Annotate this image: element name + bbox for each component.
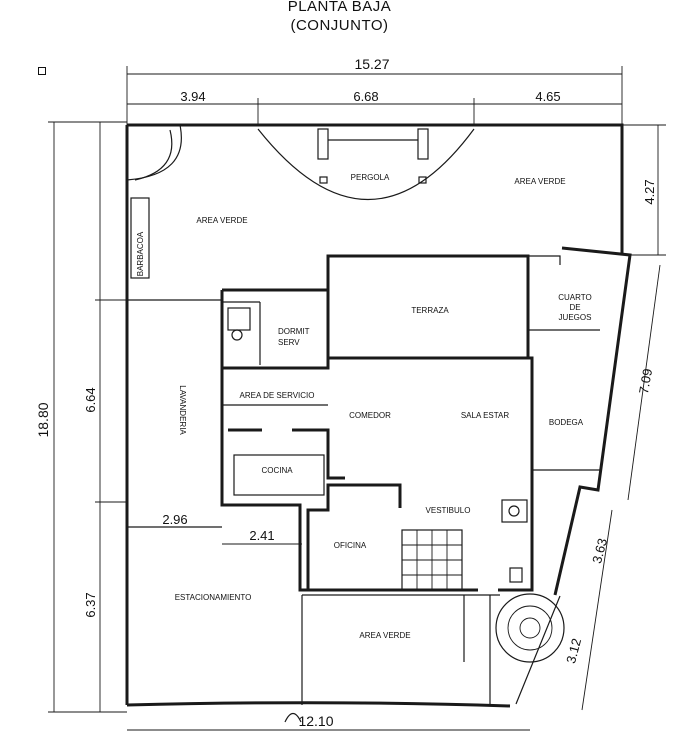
label-oficina: OFICINA <box>334 541 367 550</box>
label-area-verde-top-left: AREA VERDE <box>196 216 247 225</box>
label-estacionamiento: ESTACIONAMIENTO <box>175 593 252 602</box>
dim-left-mid: 6.64 <box>83 387 98 412</box>
label-sala-estar: SALA ESTAR <box>461 411 510 420</box>
north-arrow-icon <box>284 712 302 723</box>
label-comedor: COMEDOR <box>349 411 391 420</box>
plan-subtitle: (CONJUNTO) <box>290 17 389 34</box>
dim-total-height: 18.80 <box>35 402 51 437</box>
dim-top-mid: 6.68 <box>353 89 378 104</box>
label-dormit-serv-2: SERV <box>278 338 300 347</box>
dim-right-low: 3.63 <box>589 537 610 565</box>
label-cocina: COCINA <box>261 466 293 475</box>
label-bodega: BODEGA <box>549 418 584 427</box>
dim-right-top: 4.27 <box>642 179 657 204</box>
dimension-lines <box>48 66 666 731</box>
label-area-verde-top-right: AREA VERDE <box>514 177 565 186</box>
dim-top-left: 3.94 <box>180 89 205 104</box>
label-pergola: PERGOLA <box>351 173 390 182</box>
label-vestibulo: VESTIBULO <box>426 506 471 515</box>
checkbox-marker <box>38 67 46 75</box>
tree-icon <box>495 593 565 663</box>
pergola <box>257 128 475 201</box>
dim-top-right: 4.65 <box>535 89 560 104</box>
dim-total-width: 15.27 <box>354 56 389 72</box>
interior-walls <box>127 254 600 705</box>
dim-left-low: 6.37 <box>83 592 98 617</box>
label-area-de-servicio: AREA DE SERVICIO <box>240 391 315 400</box>
dim-bottom-width: 12.10 <box>298 713 333 729</box>
label-cuarto-de-juegos-2: DE <box>569 303 580 312</box>
label-cuarto-de-juegos-3: JUEGOS <box>559 313 592 322</box>
barbacoa-counter <box>130 197 150 279</box>
dim-inner-b: 2.41 <box>249 528 274 543</box>
fountain <box>126 124 182 181</box>
dim-right-diag: 7.09 <box>636 367 655 395</box>
exterior-walls <box>125 123 632 708</box>
label-area-verde-bottom: AREA VERDE <box>359 631 410 640</box>
label-cuarto-de-juegos-1: CUARTO <box>558 293 592 302</box>
plan-title: PLANTA BAJA <box>287 0 392 15</box>
label-barbacoa: BARBACOA <box>136 231 145 276</box>
label-lavanderia: LAVANDERIA <box>178 385 187 435</box>
dim-inner-a: 2.96 <box>162 512 187 527</box>
label-dormit-serv-1: DORMIT <box>278 327 310 336</box>
dim-right-bottom: 3.12 <box>563 637 584 665</box>
label-terraza: TERRAZA <box>411 306 449 315</box>
